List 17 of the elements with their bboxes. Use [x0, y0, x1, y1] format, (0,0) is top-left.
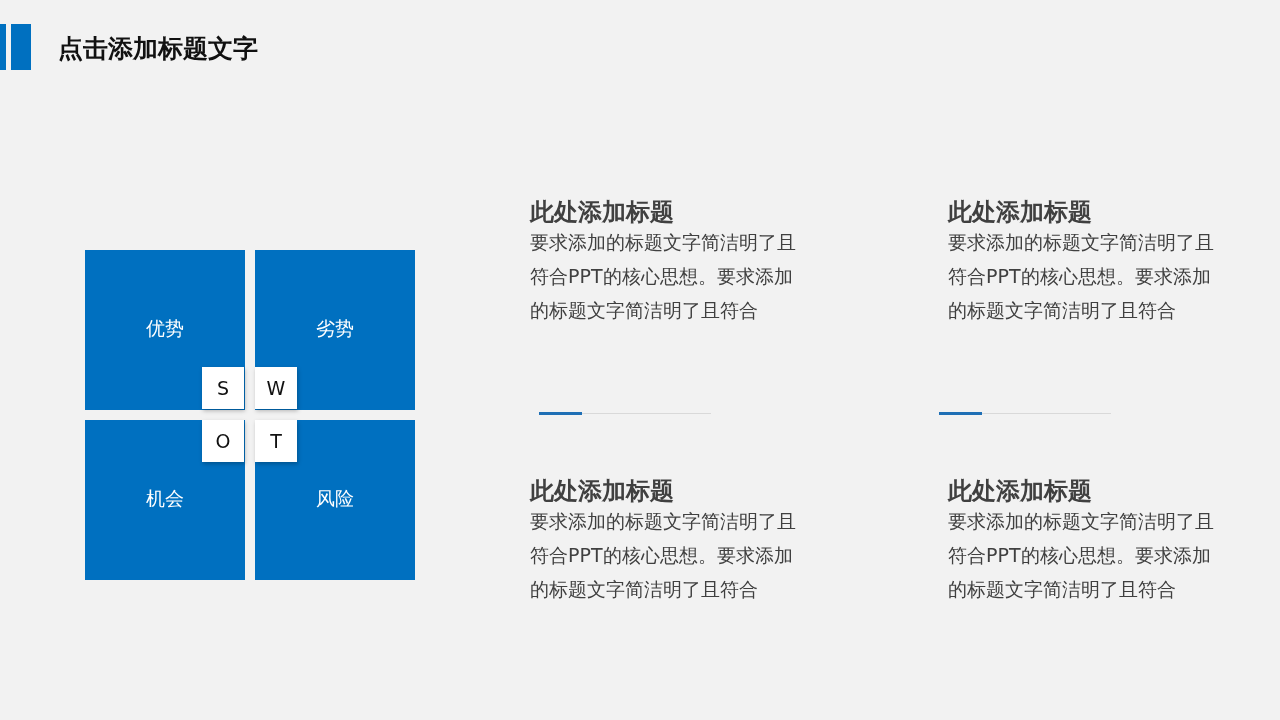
- swot-quadrant: 劣势 W: [255, 250, 415, 410]
- section-heading: 此处添加标题: [948, 476, 1092, 507]
- swot-quadrant: 机会 O: [85, 420, 245, 580]
- letter-tile: S: [202, 367, 244, 409]
- swot-quadrant: 风险 T: [255, 420, 415, 580]
- section-heading: 此处添加标题: [530, 197, 674, 228]
- body-paragraph: 要求添加的标题文字简洁明了且符合PPT的核心思想。要求添加的标题文字简洁明了且符合: [530, 509, 797, 602]
- swot-quadrant: 优势 S: [85, 250, 245, 410]
- section-heading: 此处添加标题: [530, 476, 674, 507]
- body-paragraph: 要求添加的标题文字简洁明了且符合PPT的核心思想。要求添加的标题文字简洁明了且符合: [948, 230, 1215, 323]
- letter-tile: O: [202, 420, 244, 462]
- letter-tile: W: [255, 367, 297, 409]
- letter-tile: T: [255, 420, 297, 462]
- body-paragraph: 要求添加的标题文字简洁明了且符合PPT的核心思想。要求添加的标题文字简洁明了且符合: [948, 509, 1215, 602]
- section-heading: 此处添加标题: [948, 197, 1092, 228]
- slide-title: 点击添加标题文字: [58, 33, 258, 65]
- body-paragraph: 要求添加的标题文字简洁明了且符合PPT的核心思想。要求添加的标题文字简洁明了且符合: [530, 230, 797, 323]
